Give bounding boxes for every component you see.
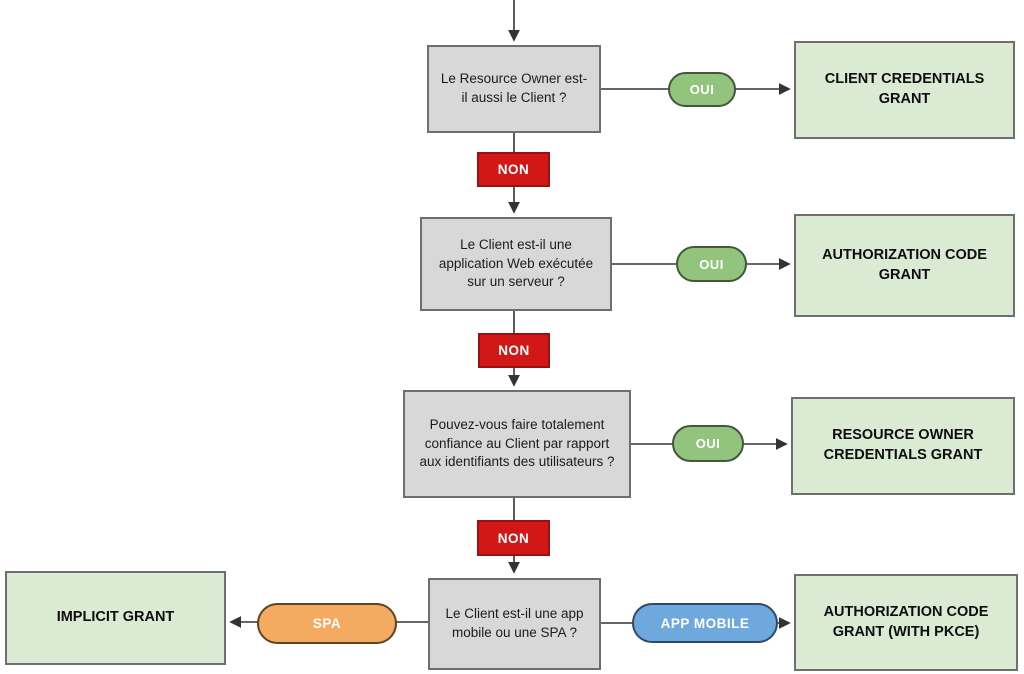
no-label: NON [498,343,530,358]
yes-pill-q2: OUI [676,246,747,282]
result-authorization-code-grant-pkce: AUTHORIZATION CODE GRANT (WITH PKCE) [794,574,1018,671]
yes-label: OUI [699,256,724,272]
result-implicit-grant: IMPLICIT GRANT [5,571,226,665]
app-mobile-label: APP MOBILE [660,615,750,631]
result-authorization-code-grant-text: AUTHORIZATION CODE GRANT [822,246,987,283]
result-implicit-grant-text: IMPLICIT GRANT [56,609,175,626]
yes-pill-q3: OUI [672,425,744,462]
yes-label: OUI [689,82,715,97]
result-authorization-code-grant-pkce-text: AUTHORIZATION CODE GRANT (WITH PKCE) [823,603,989,640]
question-mobile-or-spa: Le Client est-il une app mobile ou une S… [428,578,601,670]
no-label: NON [497,162,530,177]
question-web-application-text: Le Client est-il une application Web exé… [438,236,594,290]
app-mobile-pill-q4: APP MOBILE [632,603,778,643]
result-resource-owner-credentials-grant: RESOURCE OWNER CREDENTIALS GRANT [791,397,1015,495]
question-resource-owner-text: Le Resource Owner est-il aussi le Client… [440,71,588,105]
result-client-credentials-grant-text: CLIENT CREDENTIALS GRANT [824,71,985,107]
no-badge-q3: NON [477,520,550,556]
spa-label: SPA [312,616,342,631]
result-authorization-code-grant: AUTHORIZATION CODE GRANT [794,214,1015,317]
question-trust-client: Pouvez-vous faire totalement confiance a… [403,390,631,498]
result-resource-owner-credentials-grant-text: RESOURCE OWNER CREDENTIALS GRANT [823,427,983,463]
question-trust-client-text: Pouvez-vous faire totalement confiance a… [419,416,615,470]
spa-pill-q4: SPA [257,603,397,644]
no-label: NON [497,530,530,546]
question-mobile-or-spa-text: Le Client est-il une app mobile ou une S… [445,606,584,640]
no-badge-q2: NON [478,333,550,368]
yes-label: OUI [695,436,721,451]
no-badge-q1: NON [477,152,550,187]
question-resource-owner: Le Resource Owner est-il aussi le Client… [427,45,601,133]
question-web-application: Le Client est-il une application Web exé… [420,217,612,311]
result-client-credentials-grant: CLIENT CREDENTIALS GRANT [794,41,1015,139]
yes-pill-q1: OUI [668,72,736,107]
